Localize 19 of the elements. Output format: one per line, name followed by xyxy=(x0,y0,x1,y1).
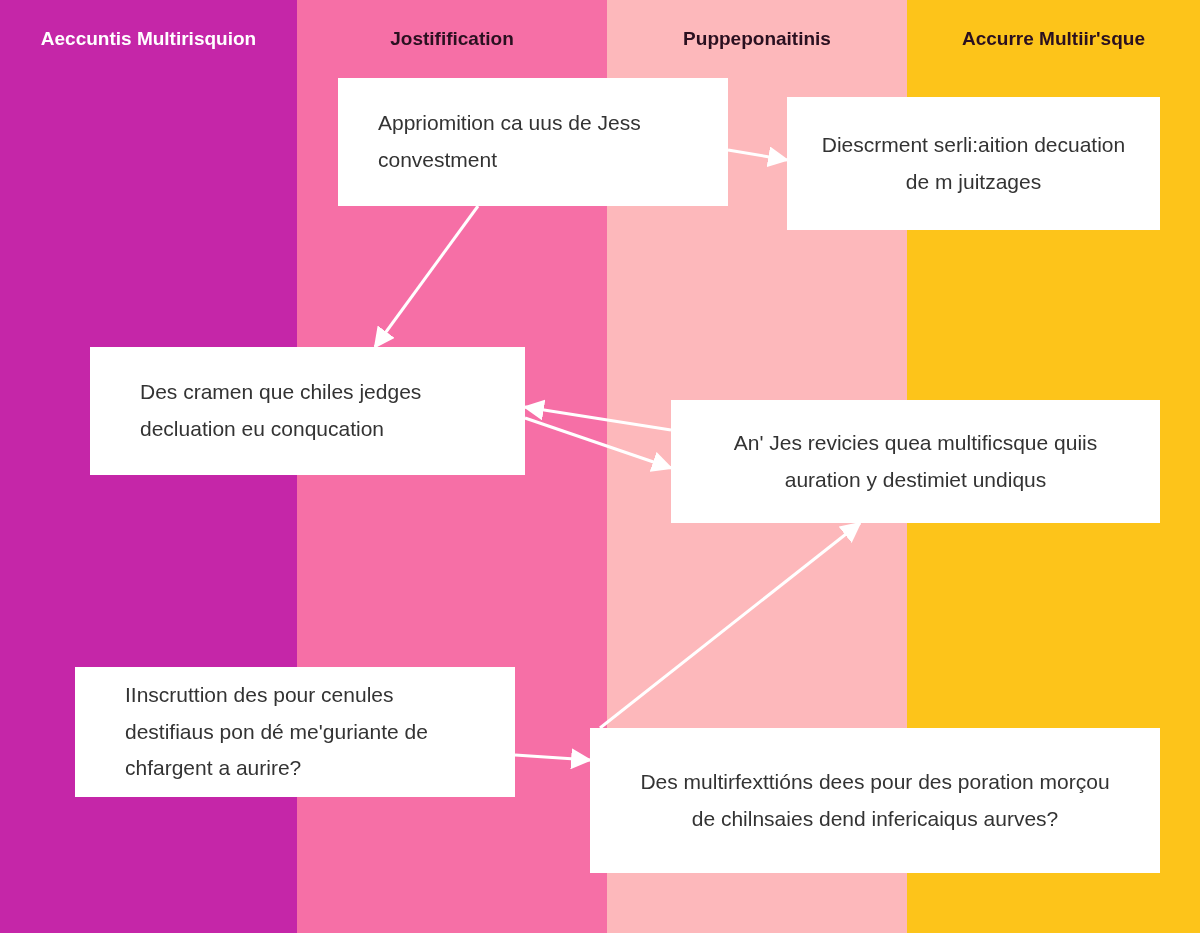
arrow xyxy=(599,521,862,730)
process-box xyxy=(90,347,525,475)
box-text: An' Jes revicies quea multificsque quiis auration y destimiet undiqus xyxy=(732,429,1099,493)
box-text: Diescrment serli:aition decuation de m juitzages xyxy=(820,131,1127,195)
box-text: Des cramen que chiles jedges decluation eu conqucation xyxy=(140,379,423,442)
lane-heading: Aeccuntis Multirisquion xyxy=(39,28,258,50)
process-box xyxy=(75,667,515,797)
box-text: Des multirfexttións dees pour des poration morçou de chilnsaies dend infericaiqus aurves? xyxy=(640,768,1110,832)
process-box xyxy=(338,78,728,206)
process-box xyxy=(590,728,1160,873)
arrow xyxy=(373,205,480,349)
lane-heading: Puppeponaitinis xyxy=(682,28,832,50)
lane-heading: Jostifification xyxy=(389,28,515,50)
box-text: IInscruttion des pour cenules destifiaus pon dé me'guriante de chfargent a aurire? xyxy=(125,681,429,782)
process-box xyxy=(671,400,1160,523)
arrow xyxy=(524,416,673,472)
lane-heading: Accurre Multiir'sque xyxy=(961,28,1146,50)
process-box xyxy=(787,97,1160,230)
box-text: Appriomition ca uus de Jess convestment xyxy=(378,110,642,173)
